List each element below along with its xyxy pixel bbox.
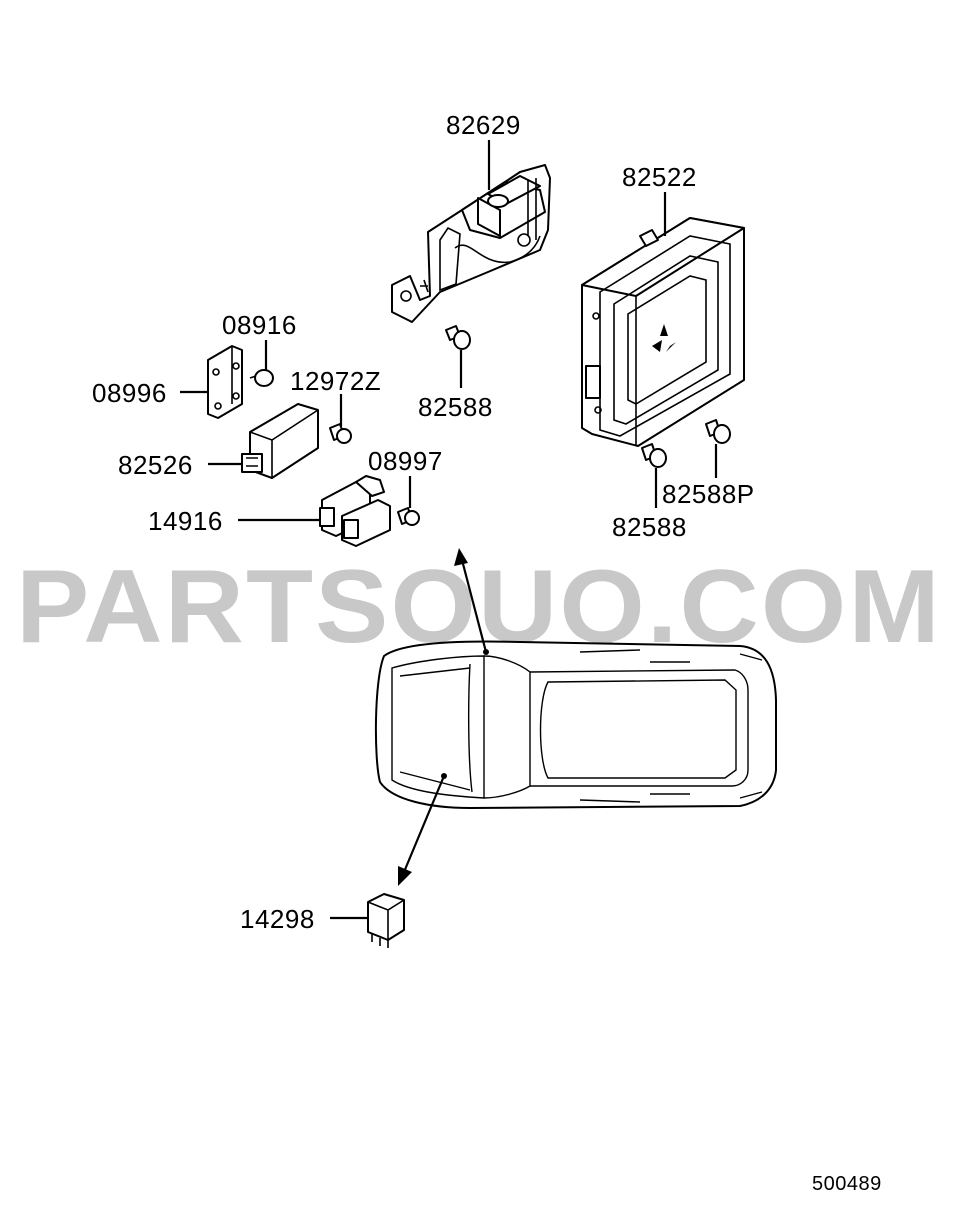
arrowhead-up [454,548,468,566]
bolt-82588P[interactable] [705,419,731,444]
bracket-82629[interactable] [391,164,551,323]
relay-14298[interactable] [367,893,405,948]
callout-14298[interactable]: 14298 [240,904,315,934]
callout-08996[interactable]: 08996 [92,378,167,408]
arrowhead-down [398,866,412,886]
callout-82588-a[interactable]: 82588 [418,392,493,422]
callout-14916[interactable]: 14916 [148,506,223,536]
screw-12972Z[interactable] [329,423,352,444]
screw-08997[interactable] [397,507,420,526]
callout-82588P[interactable]: 82588P [662,479,755,509]
callout-08916[interactable]: 08916 [222,310,297,340]
plate-08996[interactable] [207,345,243,419]
callout-12972Z[interactable]: 12972Z [290,366,381,396]
bolt-82588-bracket[interactable] [445,325,471,350]
figure-number: 500489 [812,1173,882,1195]
arrow-to-upper-parts [460,559,488,653]
callout-82629[interactable]: 82629 [446,110,521,140]
callout-08997[interactable]: 08997 [368,446,443,476]
relay-14916[interactable] [319,475,391,547]
module-82526[interactable] [241,403,319,479]
screw-08916[interactable] [249,369,274,387]
callout-82526[interactable]: 82526 [118,450,193,480]
vehicle-top-view [374,640,777,809]
callout-82588-b[interactable]: 82588 [612,512,687,542]
bolt-82588-ecu[interactable] [641,443,667,468]
arrow-to-relay [402,775,446,873]
callout-82522[interactable]: 82522 [622,162,697,192]
ecu-82522[interactable] [581,217,745,447]
